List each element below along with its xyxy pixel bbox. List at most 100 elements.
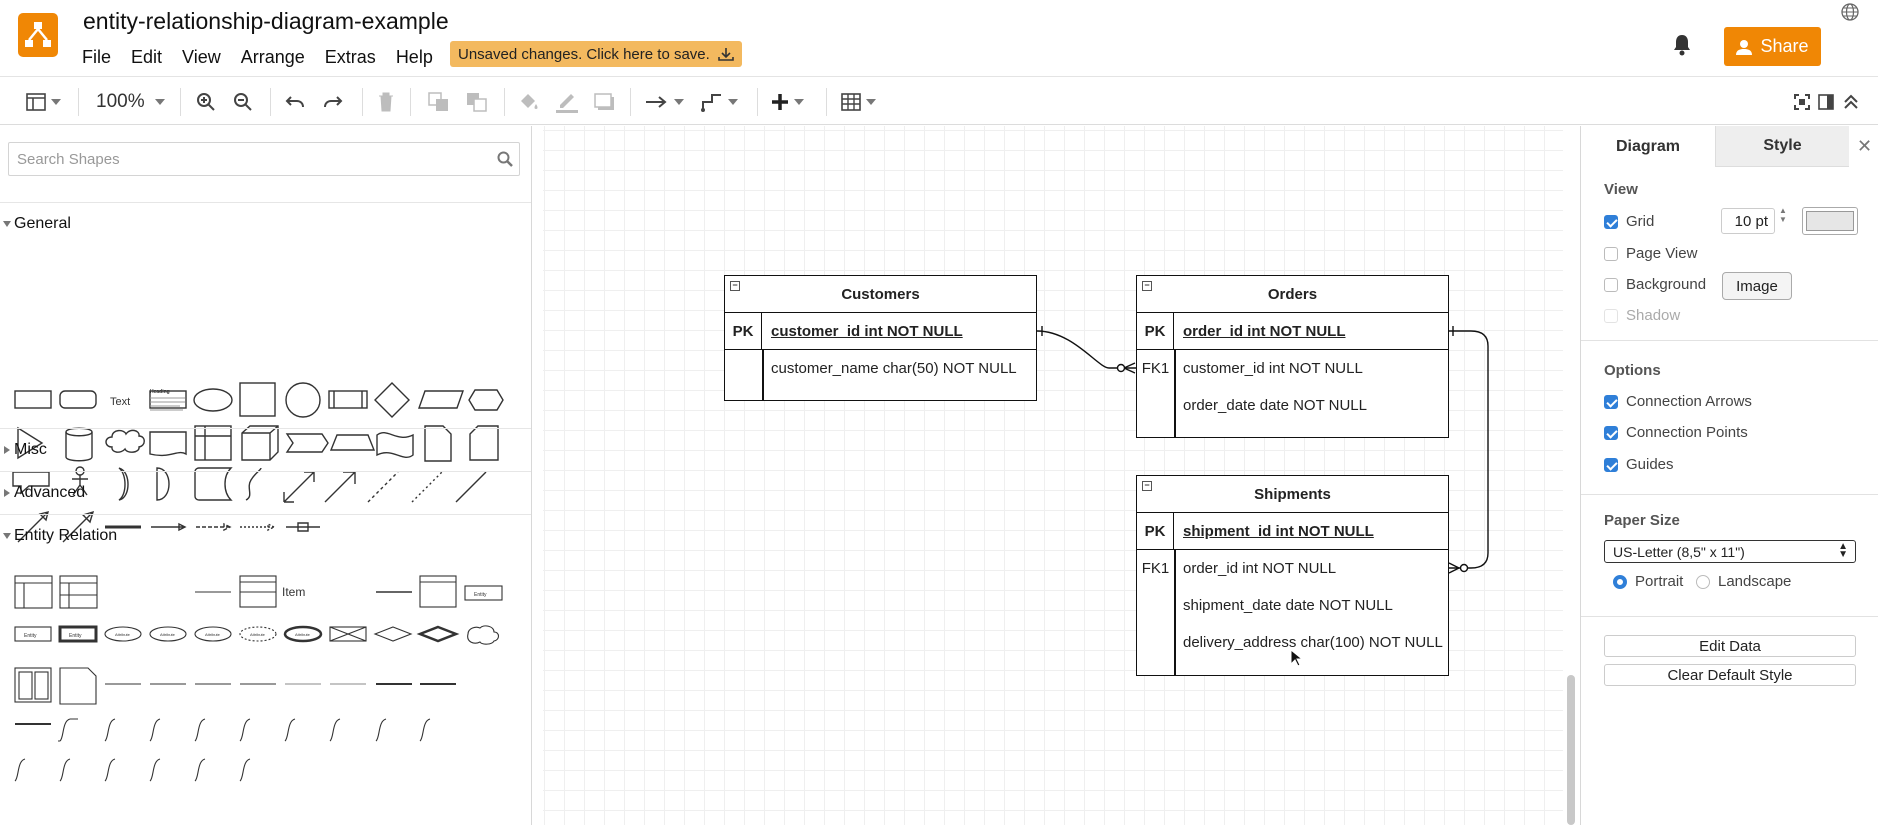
shipments-table[interactable]: − Shipments PK shipment_id int NOT NULL … — [1136, 475, 1449, 676]
table-title: Customers — [841, 285, 920, 303]
redo-button[interactable] — [323, 90, 343, 114]
send-to-back-icon — [467, 93, 487, 112]
tab-style[interactable]: Style — [1715, 126, 1849, 167]
collapse-icon[interactable]: − — [1142, 481, 1152, 491]
table-header[interactable]: − Orders — [1137, 276, 1448, 313]
background-checkbox[interactable]: Background — [1604, 276, 1706, 293]
diagram-canvas[interactable]: − Customers PK customer_id int NOT NULL … — [543, 126, 1563, 825]
insert-dropdown[interactable] — [771, 90, 804, 114]
table-header[interactable]: − Shipments — [1137, 476, 1448, 513]
section-misc[interactable]: Misc — [0, 428, 531, 471]
line-color-button[interactable] — [556, 90, 578, 114]
tab-diagram[interactable]: Diagram — [1581, 126, 1715, 167]
undo-icon — [285, 96, 304, 108]
language-globe-icon[interactable] — [1840, 2, 1860, 22]
trash-icon — [379, 92, 393, 112]
page-view-checkbox[interactable]: Page View — [1604, 245, 1697, 262]
menu-extras[interactable]: Extras — [324, 47, 376, 67]
entity-shape-label: Entity — [24, 633, 37, 639]
customers-table[interactable]: − Customers PK customer_id int NOT NULL … — [724, 275, 1037, 401]
connection-arrows-checkbox[interactable]: Connection Arrows — [1604, 393, 1752, 410]
unsaved-changes-button[interactable]: Unsaved changes. Click here to save. — [450, 41, 742, 67]
edit-data-button[interactable]: Edit Data — [1604, 635, 1856, 657]
key-cell — [1137, 387, 1174, 424]
table-row[interactable]: FK1 order_id int NOT NULL — [1137, 550, 1448, 587]
fill-color-button[interactable] — [518, 90, 540, 114]
menu-view[interactable]: View — [182, 47, 221, 67]
section-entity-relation[interactable]: Entity Relation — [0, 514, 531, 557]
shadow-button[interactable] — [594, 90, 616, 114]
collapse-icon[interactable]: − — [1142, 281, 1152, 291]
zoom-dropdown[interactable]: 100% — [96, 90, 165, 114]
table-row[interactable]: shipment_date date NOT NULL — [1137, 587, 1448, 624]
checkbox-unchecked-icon — [1604, 246, 1618, 261]
format-panel-toggle-button[interactable] — [26, 90, 61, 114]
to-back-button[interactable] — [466, 90, 488, 114]
menu-file[interactable]: File — [82, 47, 112, 67]
canvas-vertical-scrollbar[interactable] — [1567, 675, 1575, 825]
collapsed-triangle-icon — [4, 446, 10, 454]
table-row[interactable]: PK order_id int NOT NULL — [1137, 313, 1448, 350]
table-row[interactable]: PK shipment_id int NOT NULL — [1137, 513, 1448, 550]
waypoints-dropdown[interactable] — [701, 90, 738, 114]
collapse-toolbar-button[interactable] — [1843, 90, 1859, 114]
connection-style-dropdown[interactable] — [645, 90, 684, 114]
grid-checkbox[interactable]: Grid — [1604, 213, 1654, 230]
section-advanced[interactable]: Advanced — [0, 471, 531, 514]
general-shapes-palette[interactable]: Text Heading — [0, 252, 520, 547]
to-front-button[interactable] — [428, 90, 450, 114]
table-row[interactable]: order_date date NOT NULL — [1137, 387, 1448, 424]
paper-size-value: US-Letter (8,5" x 11") — [1613, 543, 1745, 560]
paper-size-select[interactable]: US-Letter (8,5" x 11") ▲▼ — [1604, 540, 1856, 563]
share-button[interactable]: Share — [1724, 27, 1821, 66]
table-header[interactable]: − Customers — [725, 276, 1036, 313]
fullscreen-button[interactable] — [1794, 90, 1810, 114]
key-cell: PK — [1137, 513, 1174, 549]
delete-button[interactable] — [378, 90, 394, 114]
collapsed-triangle-icon — [4, 489, 10, 497]
drawio-logo[interactable] — [18, 13, 58, 57]
paint-bucket-icon — [521, 94, 538, 109]
menu-help[interactable]: Help — [395, 47, 433, 67]
section-misc-label: Misc — [14, 441, 47, 458]
table-row[interactable]: delivery_address char(100) NOT NULL — [1137, 624, 1448, 661]
grid-color-swatch[interactable] — [1802, 207, 1858, 235]
undo-button[interactable] — [285, 90, 305, 114]
collapse-icon[interactable]: − — [730, 281, 740, 291]
table-title: Shipments — [1254, 485, 1331, 503]
zoom-in-button[interactable] — [196, 90, 216, 114]
close-icon[interactable]: ✕ — [1857, 136, 1873, 156]
redo-icon — [324, 96, 343, 108]
table-dropdown[interactable] — [841, 90, 876, 114]
clear-default-style-button[interactable]: Clear Default Style — [1604, 664, 1856, 686]
menu-arrange[interactable]: Arrange — [240, 47, 305, 67]
select-arrows-icon: ▲▼ — [1838, 541, 1848, 560]
connection-points-checkbox[interactable]: Connection Points — [1604, 424, 1748, 441]
format-panel-button[interactable] — [1818, 90, 1834, 114]
section-general[interactable]: General — [0, 202, 531, 245]
checkbox-checked-icon — [1604, 457, 1618, 472]
grid-size-input[interactable]: 10 pt — [1721, 208, 1775, 234]
relationship-connectors[interactable] — [543, 126, 1563, 825]
landscape-radio[interactable]: Landscape — [1696, 573, 1791, 590]
table-row[interactable]: PK customer_id int NOT NULL — [725, 313, 1036, 350]
table-row[interactable]: customer_name char(50) NOT NULL — [725, 350, 1036, 387]
zoom-out-button[interactable] — [233, 90, 253, 114]
menu-edit[interactable]: Edit — [131, 47, 163, 67]
search-icon[interactable] — [497, 151, 513, 167]
table-row[interactable]: FK1 customer_id int NOT NULL — [1137, 350, 1448, 387]
paper-size-section-title: Paper Size — [1604, 512, 1680, 529]
grid-size-spinner[interactable]: ▲▼ — [1779, 206, 1787, 224]
document-title[interactable]: entity-relationship-diagram-example — [83, 8, 449, 34]
orders-table[interactable]: − Orders PK order_id int NOT NULL FK1 cu… — [1136, 275, 1449, 438]
search-shapes-input[interactable] — [17, 151, 477, 168]
table-title: Orders — [1267, 285, 1318, 303]
notification-bell-icon[interactable] — [1672, 34, 1692, 56]
attribute-shape-label: Attribute — [160, 632, 176, 637]
entity-relation-shapes-palette[interactable]: Item Entity Entity Entity Attribute Attr… — [0, 566, 520, 816]
background-image-button[interactable]: Image — [1722, 272, 1792, 300]
guides-checkbox[interactable]: Guides — [1604, 456, 1674, 473]
shadow-checkbox[interactable]: Shadow — [1604, 307, 1680, 324]
portrait-radio[interactable]: Portrait — [1613, 573, 1683, 590]
heading-shape-label: Heading — [150, 389, 170, 395]
